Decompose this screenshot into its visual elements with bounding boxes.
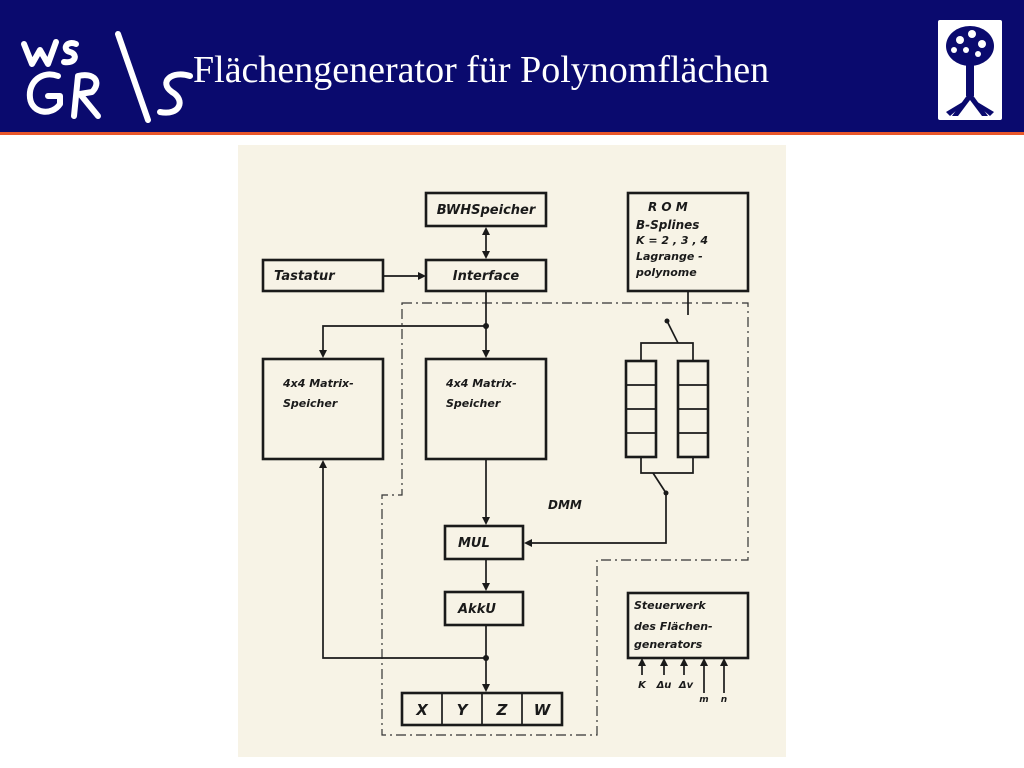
steuerwerk-line-2: des Flächen-: [634, 620, 713, 633]
mul-box: [443, 524, 525, 561]
input-dv: Δv: [678, 680, 694, 691]
switch-bottom: [652, 472, 667, 494]
rom-line-3: K = 2 , 3 , 4: [636, 234, 708, 247]
output-x: X: [415, 701, 429, 719]
slide-title: Flächengenerator für Polynomflächen: [193, 49, 770, 91]
matrix-center-line-1: 4x4 Matrix-: [445, 377, 517, 390]
matrix-center-line-2: Speicher: [446, 397, 501, 410]
circuit-diagram-photo: BWHSpeicher R O M B-Splines K = 2 , 3 , …: [238, 145, 786, 757]
steuerwerk-inputs: K Δu Δv m n: [638, 658, 728, 705]
rom-line-1: R O M: [648, 200, 688, 214]
matrix-left-line-2: Speicher: [283, 397, 338, 410]
input-k: K: [638, 680, 647, 691]
akku-label: AkkU: [457, 602, 496, 617]
dmm-boundary: [381, 302, 749, 736]
block-diagram: BWHSpeicher R O M B-Splines K = 2 , 3 , …: [261, 191, 750, 736]
output-z: Z: [496, 701, 509, 719]
register-stack-left: [624, 359, 658, 459]
rom-line-4: Lagrange -: [636, 250, 703, 263]
tree-logo-icon: [938, 20, 1002, 120]
rom-line-5: polynome: [635, 266, 697, 279]
akku-box: [443, 590, 525, 627]
input-m: m: [699, 695, 708, 705]
steuerwerk-line-3: generators: [634, 638, 703, 651]
matrix-left-line-1: 4x4 Matrix-: [282, 377, 354, 390]
tastatur-label: Tastatur: [274, 269, 336, 284]
connection-wires: [319, 227, 667, 692]
steuerwerk-line-1: Steuerwerk: [634, 599, 706, 612]
rom-line-2: B-Splines: [636, 218, 699, 232]
interface-label: Interface: [453, 269, 520, 284]
bwh-speicher-box: [424, 191, 548, 228]
steuerwerk-box: [626, 591, 750, 660]
bwh-speicher-label: BWHSpeicher: [437, 203, 537, 218]
output-registers: X Y Z W: [400, 691, 564, 727]
dmm-label: DMM: [548, 498, 582, 512]
output-y: Y: [457, 701, 470, 719]
output-w: W: [534, 701, 552, 719]
mul-label: MUL: [458, 536, 490, 551]
input-du: Δu: [656, 680, 672, 691]
header-divider: [0, 132, 1024, 135]
switch-top: [666, 320, 679, 344]
register-stack-right: [676, 359, 710, 459]
matrix-speicher-left-box: [261, 357, 385, 461]
wsgris-logo: [21, 31, 193, 123]
input-n: n: [721, 695, 727, 705]
